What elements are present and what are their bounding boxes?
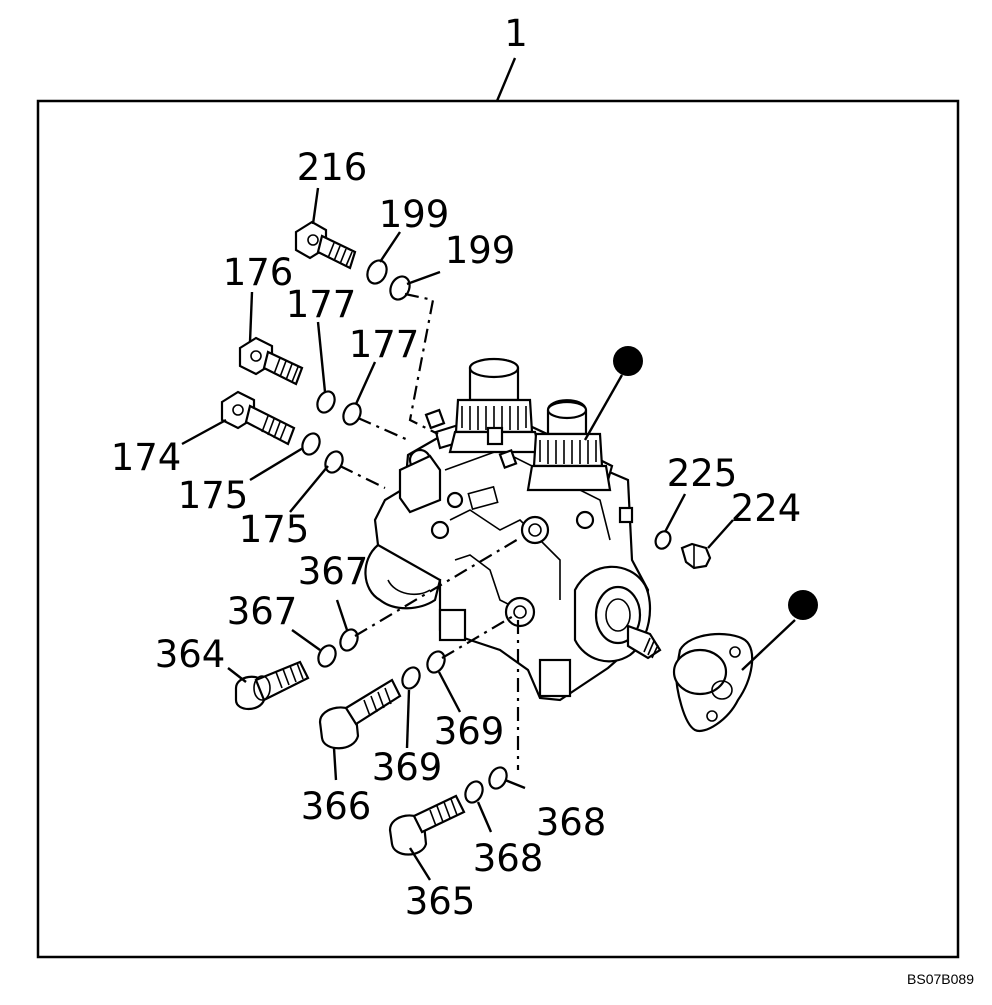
bolt-224 [680, 542, 712, 570]
non-serviceable-marker-upper [613, 346, 643, 376]
non-serviceable-marker-lower [788, 590, 818, 620]
callout-176: 176 [223, 251, 294, 294]
bolt-365 [388, 794, 466, 856]
bolt-366 [318, 678, 402, 750]
washer-177-b [342, 402, 362, 426]
callout-224: 224 [731, 487, 802, 530]
washer-369-b [426, 650, 446, 674]
callout-366: 366 [301, 785, 372, 828]
cover-flange [672, 633, 754, 733]
assembly-leader [495, 57, 517, 102]
callout-177-b: 177 [349, 323, 420, 366]
washer-369-a [401, 666, 421, 690]
callout-175-a: 175 [178, 474, 249, 517]
callout-199-a: 199 [379, 193, 450, 236]
leader-lines [181, 187, 796, 881]
callout-174: 174 [111, 436, 182, 479]
bolt-364 [234, 660, 310, 711]
washer-177-a [316, 390, 336, 414]
washer-225 [654, 530, 672, 550]
centerline-216 [404, 292, 439, 435]
callout-175-b: 175 [239, 508, 310, 551]
washer-368-a [464, 780, 484, 804]
centerline-176 [357, 416, 409, 442]
callout-368-a: 368 [536, 801, 607, 844]
washer-368-b [488, 766, 508, 790]
washer-175-a [301, 432, 321, 456]
washer-199-b [389, 275, 411, 301]
centerline-366 [441, 614, 516, 659]
assembly-number: 1 [504, 12, 528, 55]
callout-199-b: 199 [445, 229, 516, 272]
drawing-reference-code: BS07B089 [907, 971, 974, 987]
callout-364: 364 [155, 633, 226, 676]
callout-369-a: 369 [434, 710, 505, 753]
centerline-364 [354, 537, 521, 637]
callout-368-b: 368 [473, 837, 544, 880]
washer-175-b [324, 450, 344, 474]
injection-pump-body [364, 357, 662, 702]
banjo-bolt-174 [220, 390, 296, 446]
callout-367-b: 367 [227, 590, 298, 633]
callout-365: 365 [405, 880, 476, 923]
callout-225: 225 [667, 452, 738, 495]
washer-199-a [366, 259, 388, 285]
banjo-bolt-216 [294, 220, 357, 270]
centerline-174 [339, 465, 386, 489]
banjo-bolt-176 [238, 336, 304, 386]
callout-177-a: 177 [286, 283, 357, 326]
washer-367-a [317, 644, 337, 668]
callout-216: 216 [297, 146, 368, 189]
pump-head-front [526, 399, 612, 492]
callout-369-b: 369 [372, 746, 443, 789]
callout-367-a: 367 [298, 550, 369, 593]
washer-367-b [339, 628, 359, 652]
